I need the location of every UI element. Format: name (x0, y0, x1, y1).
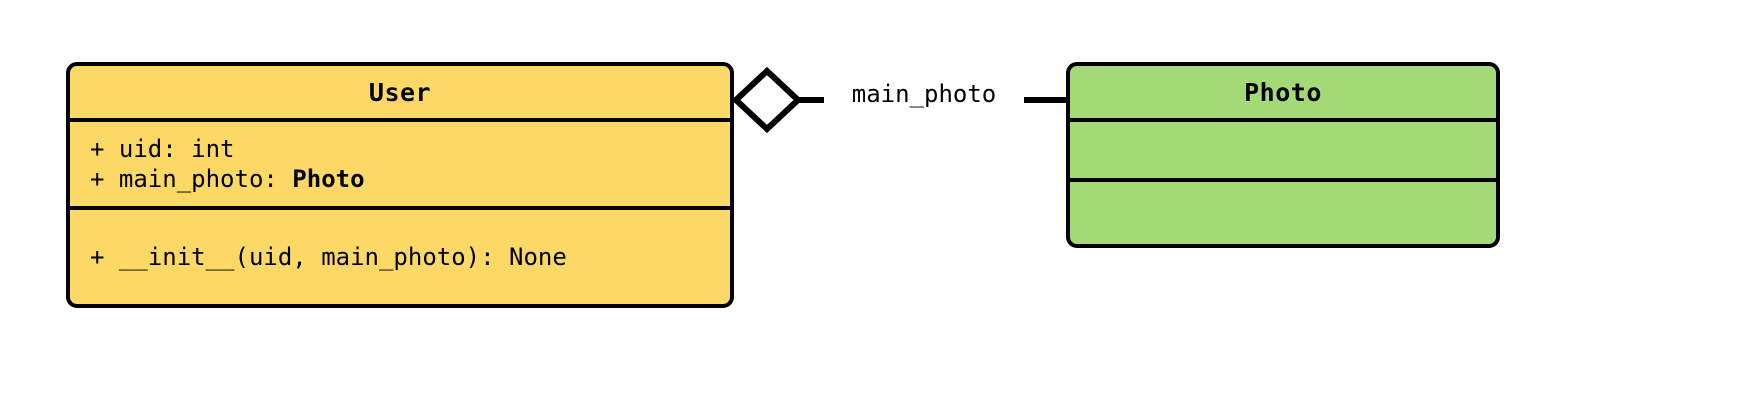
uml-class-photo-attributes-compartment (1070, 122, 1496, 182)
uml-attribute-main-photo-prefix: + main_photo: (90, 165, 293, 193)
uml-class-user-name: User (368, 77, 432, 107)
uml-attribute-main-photo-type: Photo (292, 165, 365, 193)
uml-class-user-attributes-compartment: + uid: int + main_photo: Photo (70, 122, 730, 210)
association-label-main-photo: main_photo (824, 80, 1024, 108)
aggregation-diamond-icon (731, 66, 803, 134)
uml-operation-init: + __init__(uid, main_photo): None (90, 243, 567, 271)
uml-class-photo[interactable]: Photo (1066, 62, 1500, 248)
uml-class-photo-name-compartment: Photo (1070, 66, 1496, 122)
uml-attribute-uid: + uid: int (90, 135, 235, 163)
uml-class-photo-name: Photo (1244, 77, 1322, 107)
uml-class-user-operations-compartment: + __init__(uid, main_photo): None (70, 210, 730, 304)
uml-class-user-name-compartment: User (70, 66, 730, 122)
uml-attribute-main-photo: + main_photo: Photo (90, 164, 712, 194)
uml-class-user[interactable]: User + uid: int + main_photo: Photo + __… (66, 62, 734, 308)
uml-class-photo-operations-compartment (1070, 182, 1496, 244)
